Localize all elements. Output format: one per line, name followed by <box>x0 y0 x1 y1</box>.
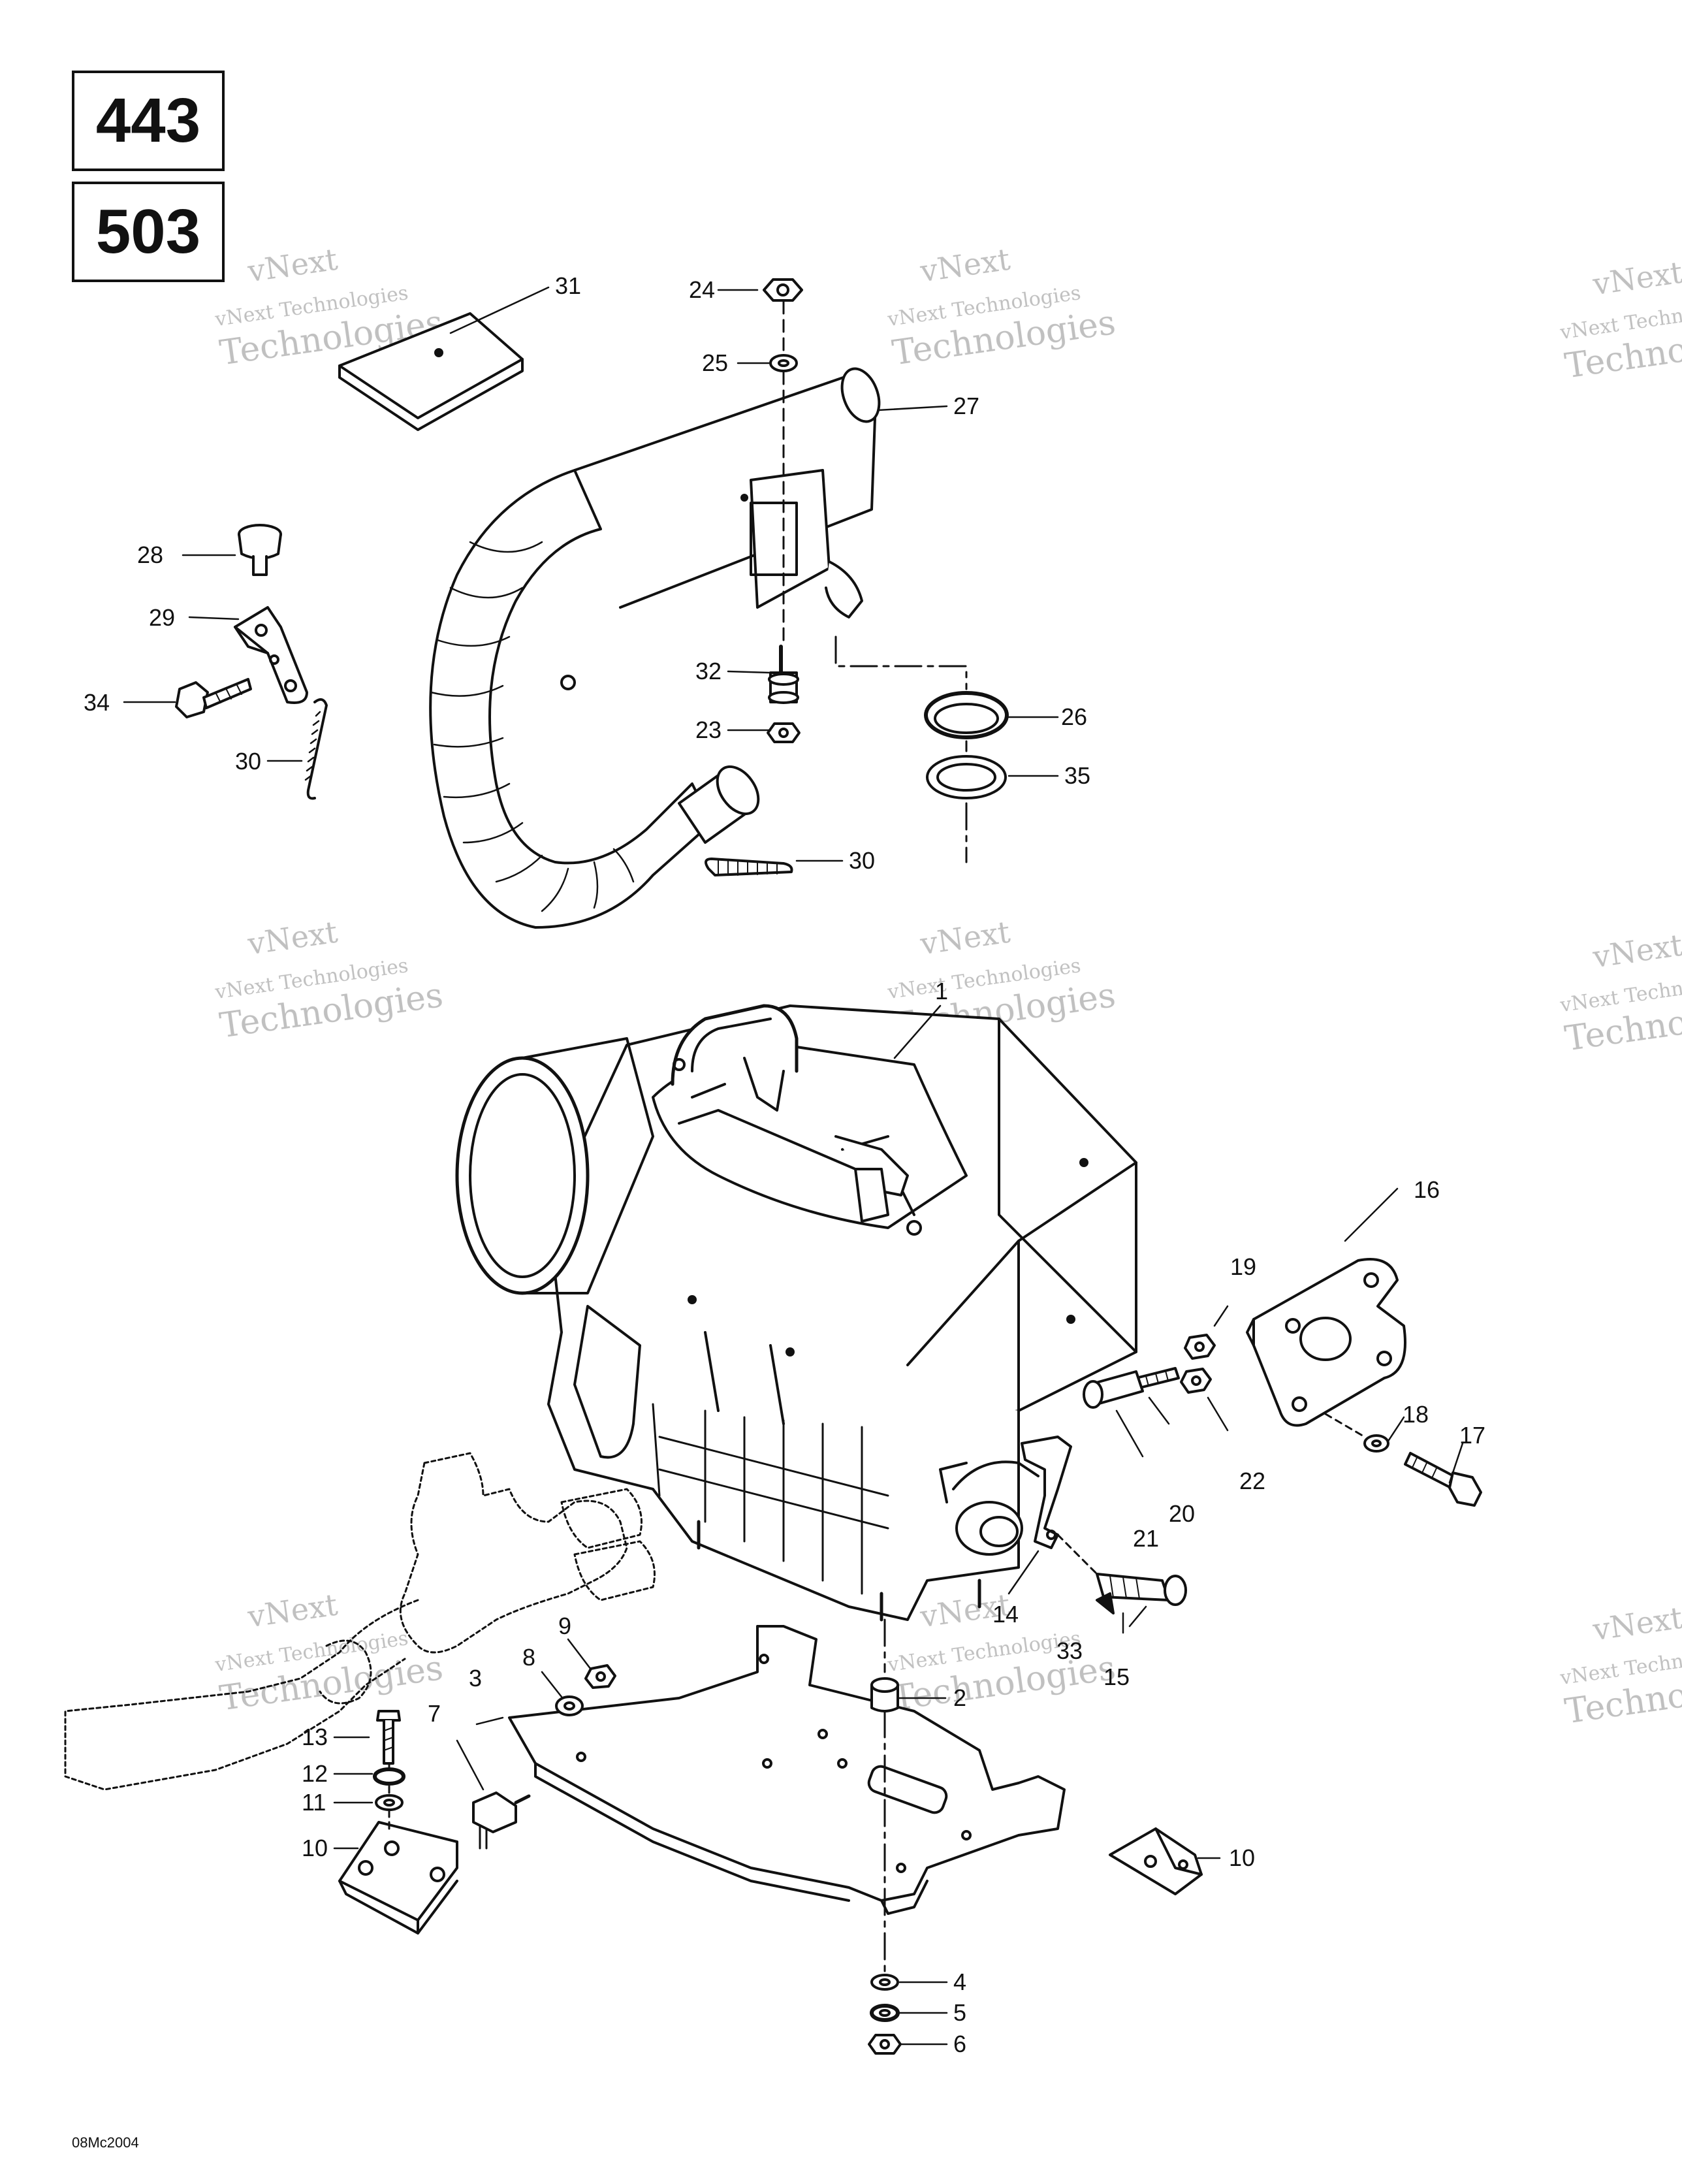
part-3-engine-support <box>508 1625 1066 1915</box>
part-12-lock-washer <box>373 1767 405 1786</box>
watermark-9: vNext vNext Technologies Technologies <box>1558 1600 1682 1732</box>
part-35-gasket <box>926 755 1007 799</box>
callout-1: 1 <box>935 978 948 1004</box>
svg-text:vNext: vNext <box>917 242 1013 289</box>
part-13-bolt <box>376 1710 401 1765</box>
model-label-443: 443 <box>95 86 201 155</box>
part-4-washer <box>870 1974 899 1991</box>
callout-9: 9 <box>558 1613 571 1639</box>
part-14-bracket <box>1021 1436 1072 1549</box>
callout-32: 32 <box>695 658 722 684</box>
part-10-mount-bracket-left <box>338 1821 458 1935</box>
callout-25: 25 <box>702 349 728 376</box>
callout-2: 2 <box>953 1684 966 1711</box>
callout-27: 27 <box>953 393 979 419</box>
callout-8: 8 <box>522 1644 535 1671</box>
watermark-7: vNext vNext Technologies Technologies <box>213 1587 445 1719</box>
svg-text:vNext: vNext <box>1590 255 1682 302</box>
model-box-443: 443 <box>72 71 225 171</box>
part-22-nut <box>1180 1368 1212 1394</box>
callout-28: 28 <box>137 541 163 568</box>
callout-14: 14 <box>992 1601 1019 1628</box>
part-20-stud <box>1135 1367 1180 1389</box>
part-34-bolt <box>175 678 252 718</box>
callout-3: 3 <box>469 1665 482 1692</box>
part-9-nut <box>584 1664 616 1689</box>
part-16-plate <box>1246 1258 1406 1427</box>
callout-17: 17 <box>1459 1422 1485 1449</box>
callout-numbers: 31 24 25 27 28 29 34 30 32 23 26 35 30 1… <box>84 272 1485 2057</box>
callout-13: 13 <box>302 1724 328 1750</box>
figure-code: 08Mc2004 <box>72 2134 139 2151</box>
callout-18: 18 <box>1403 1401 1429 1428</box>
svg-text:vNext: vNext <box>1590 1600 1682 1648</box>
part-2-spacer <box>870 1677 899 1712</box>
part-32-rubber-mount <box>768 645 799 704</box>
callout-34: 34 <box>84 689 110 716</box>
callout-19: 19 <box>1230 1253 1256 1280</box>
svg-text:vNext: vNext <box>917 914 1013 962</box>
part-8-washer <box>555 1695 584 1716</box>
callout-35: 35 <box>1064 762 1090 789</box>
part-30-spring-upper <box>304 698 328 800</box>
part-26-exhaust-seal <box>924 691 1009 739</box>
svg-text:vNext: vNext <box>245 242 340 289</box>
part-17-bolt <box>1404 1452 1482 1507</box>
callout-10-left: 10 <box>302 1835 328 1861</box>
callout-30-upper: 30 <box>235 748 261 775</box>
svg-text:vNext: vNext <box>1590 927 1682 975</box>
callout-31: 31 <box>555 272 581 299</box>
part-10-mount-bracket-right <box>1109 1827 1203 1895</box>
part-6-nut <box>868 2034 902 2055</box>
part-15-bolt <box>1096 1573 1187 1606</box>
callout-24: 24 <box>689 276 715 303</box>
model-label-503: 503 <box>95 197 201 266</box>
part-21-bushing <box>1083 1370 1144 1409</box>
part-29-bracket <box>234 606 308 704</box>
part-30-spring-lower <box>705 858 793 876</box>
callout-16: 16 <box>1414 1176 1440 1203</box>
svg-text:vNext: vNext <box>245 1587 340 1635</box>
callout-22: 22 <box>1239 1468 1265 1494</box>
part-1-engine <box>455 1004 1137 1622</box>
callout-4: 4 <box>953 1968 966 1995</box>
callout-12: 12 <box>302 1760 328 1787</box>
part-18-washer <box>1363 1434 1389 1453</box>
callout-23: 23 <box>695 716 722 743</box>
model-box-503: 503 <box>72 182 225 282</box>
callout-6: 6 <box>953 2031 966 2057</box>
part-11-washer <box>375 1794 404 1811</box>
part-19-nut <box>1184 1334 1216 1360</box>
leader-lines <box>123 286 1464 2046</box>
part-25-washer <box>769 354 798 372</box>
part-24-nut <box>763 278 803 302</box>
callout-20: 20 <box>1169 1500 1195 1527</box>
svg-text:vNext: vNext <box>245 914 340 962</box>
part-33-clip <box>1096 1592 1115 1614</box>
callout-26: 26 <box>1061 703 1087 730</box>
callout-21: 21 <box>1133 1525 1159 1552</box>
part-27-exhaust-pipe <box>429 367 881 929</box>
watermark-4: vNext vNext Technologies Technologies <box>213 914 445 1046</box>
watermark-6: vNext vNext Technologies Technologies <box>1558 927 1682 1059</box>
part-7-rubber-mount <box>472 1791 531 1850</box>
callout-29: 29 <box>149 604 175 631</box>
part-31-label-plate <box>338 312 524 431</box>
watermark-2: vNext vNext Technologies Technologies <box>885 242 1118 374</box>
callout-30-lower: 30 <box>849 847 875 874</box>
callout-11: 11 <box>302 1789 326 1816</box>
watermark-3: vNext vNext Technologies Technologies <box>1558 255 1682 387</box>
callout-15: 15 <box>1103 1663 1130 1690</box>
callout-7: 7 <box>428 1700 441 1727</box>
exhaust-manifold-phantom <box>64 1452 656 1791</box>
part-5-lock-washer <box>870 2004 900 2022</box>
callout-5: 5 <box>953 1999 966 2026</box>
callout-33: 33 <box>1056 1637 1083 1664</box>
part-28-knob <box>238 524 282 576</box>
callout-10-right: 10 <box>1229 1844 1255 1871</box>
part-23-nut <box>767 722 801 743</box>
